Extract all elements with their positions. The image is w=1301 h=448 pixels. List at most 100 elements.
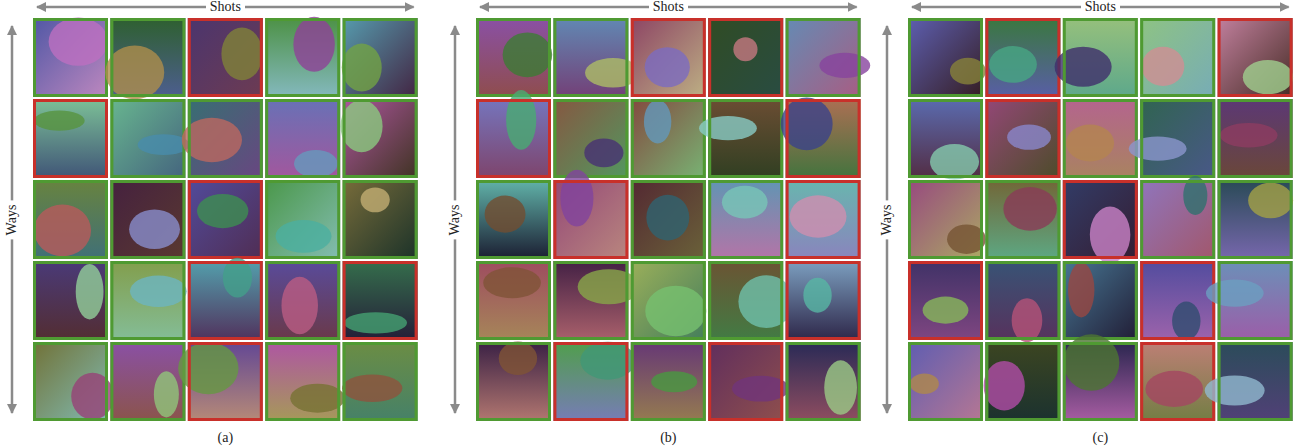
cell-border (555, 20, 627, 96)
photo-thumbnail (708, 342, 789, 421)
photo-subject (483, 267, 541, 298)
photo-subject (340, 100, 382, 152)
cell-border (112, 344, 184, 420)
photo (1218, 180, 1293, 259)
photo (343, 180, 418, 259)
cell-border (987, 344, 1059, 420)
photo (786, 180, 861, 259)
photo (631, 342, 706, 421)
photo (343, 342, 418, 421)
photo-subject (803, 278, 831, 313)
photo (476, 342, 551, 421)
cell-border (189, 263, 261, 339)
photo (553, 99, 628, 178)
cell-border (35, 182, 107, 258)
photo-thumbnail (33, 180, 108, 259)
cell-border (787, 101, 859, 177)
cell-border (1064, 101, 1136, 177)
photo (1063, 261, 1138, 340)
photo-thumbnail (631, 261, 707, 340)
photo-subject (984, 361, 1025, 410)
photo (33, 261, 108, 340)
photo-thumbnail (265, 99, 340, 178)
photo (908, 18, 983, 97)
photo-thumbnail (553, 170, 628, 259)
photo (985, 18, 1060, 97)
cell-border (478, 20, 550, 96)
cell-border (189, 182, 261, 258)
photo-subject (923, 297, 969, 324)
ways-label: Ways (448, 200, 462, 239)
cell-border (910, 20, 982, 96)
cell-border (787, 182, 859, 258)
cell-border (1219, 344, 1291, 420)
photo-subject (733, 37, 757, 61)
photo-thumbnail (476, 342, 551, 421)
photo-thumbnail (781, 98, 861, 178)
photo-subject (281, 277, 318, 334)
photo-subject (645, 286, 706, 336)
photo-thumbnail (553, 99, 628, 178)
photo (1140, 342, 1215, 421)
photo (188, 18, 263, 97)
photo-subject (34, 205, 91, 257)
cell-border (1142, 263, 1214, 339)
photo-thumbnail (985, 99, 1060, 178)
panel-label: (b) (656, 431, 680, 445)
photo-thumbnail (265, 342, 345, 421)
cell-border (1142, 182, 1214, 258)
photo-subject (290, 384, 345, 413)
photo (985, 180, 1060, 259)
photo (1218, 99, 1293, 178)
cell-border (910, 263, 982, 339)
cell-border (987, 182, 1059, 258)
photo-thumbnail (343, 180, 418, 259)
photo (1140, 18, 1215, 97)
photo (343, 18, 418, 97)
photo-thumbnail (110, 342, 185, 421)
photo-thumbnail (1205, 342, 1293, 421)
photo (631, 261, 706, 340)
photo-subject (342, 44, 382, 92)
photo-thumbnail (476, 18, 552, 97)
photo-thumbnail (1063, 334, 1138, 421)
photo-subject (276, 220, 332, 253)
shots-label: Shots (1081, 0, 1120, 14)
photo-subject (499, 342, 537, 376)
cell-border (1064, 263, 1136, 339)
cell-border (1064, 344, 1136, 420)
photo-thumbnail (1218, 18, 1293, 97)
cell-border (555, 182, 627, 258)
photo-subject (34, 111, 85, 131)
photo-thumbnail (265, 180, 340, 259)
cell-border (910, 101, 982, 177)
cell-border (632, 101, 704, 177)
shots-label: Shots (206, 0, 245, 14)
photo-thumbnail (476, 261, 551, 340)
photo-subject (105, 45, 164, 99)
photo-subject (76, 264, 104, 319)
cell-border (189, 101, 261, 177)
cell-border (987, 101, 1059, 177)
cell-border (267, 20, 339, 96)
photo-subject (824, 360, 857, 414)
cell-border (987, 20, 1059, 96)
photo-thumbnail (1140, 18, 1215, 97)
cell-border (35, 20, 107, 96)
cell-border (710, 20, 782, 96)
photo-thumbnail (188, 18, 263, 97)
photo (476, 261, 551, 340)
photo-thumbnail (786, 18, 871, 97)
photo-subject (129, 210, 180, 250)
cell-border (189, 20, 261, 96)
cell-border (1142, 101, 1214, 177)
photo-subject (651, 371, 697, 392)
photo (265, 99, 340, 178)
cell-border (267, 101, 339, 177)
photo-subject (342, 375, 402, 402)
photo-thumbnail (340, 99, 417, 178)
photo-subject (361, 187, 390, 212)
cell-border (632, 182, 704, 258)
photo-subject (138, 134, 190, 155)
cell-border (35, 263, 107, 339)
